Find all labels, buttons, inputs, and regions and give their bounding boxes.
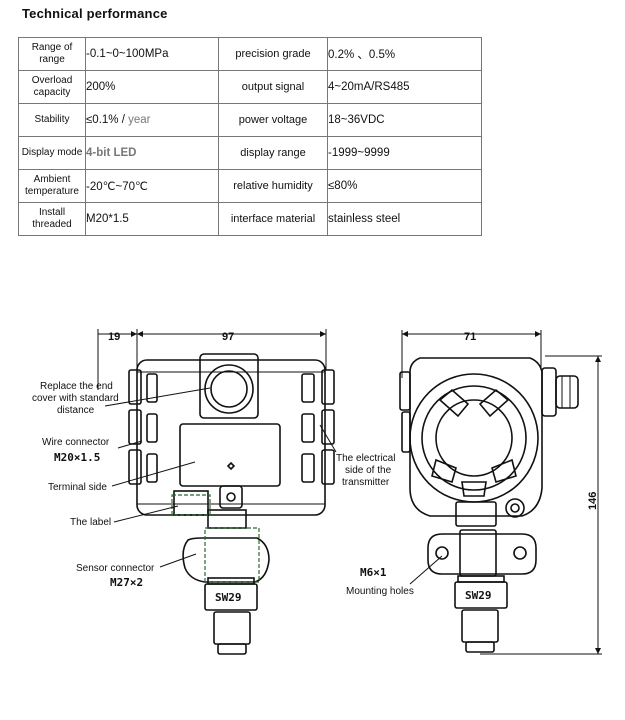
label-wire-thread: M20×1.5 [54,451,100,464]
dim-width-front: 97 [222,331,234,343]
label-sw-front: SW29 [215,591,242,604]
spec-label: power voltage [218,103,328,137]
spec-value: 0.2% 、0.5% [327,37,482,71]
table-row: Ambient temperature -20℃~70℃ relative hu… [18,169,482,203]
spec-value: 4~20mA/RS485 [327,70,482,104]
spec-value-unit: year [128,114,151,126]
spec-label: Stability [18,103,86,137]
dim-width-side: 71 [464,331,476,343]
table-row: Overload capacity 200% output signal 4~2… [18,70,482,104]
spec-value-main: ≤0.1% / [86,114,129,126]
spec-value: stainless steel [327,202,482,236]
spec-value: 18~36VDC [327,103,482,137]
spec-table: Range of range -0.1~0~100MPa precision g… [18,37,482,236]
side-view [399,330,602,655]
spec-label: Range of range [18,37,86,71]
dim-left: 19 [108,331,120,343]
label-mounting-holes: Mounting holes [346,586,414,597]
front-view [97,329,335,655]
spec-value: ≤0.1% / year [85,103,219,137]
label-electrical-side: side of the [345,465,392,476]
spec-value: -1999~9999 [327,136,482,170]
section-heading: Technical performance [22,6,168,21]
table-row: Install threaded M20*1.5 interface mater… [18,202,482,236]
dim-height: 146 [587,492,599,510]
label-end-cover: Replace the end [40,381,113,392]
table-row: Range of range -0.1~0~100MPa precision g… [18,37,482,71]
spec-value: 4-bit LED [85,136,219,170]
label-electrical-side: transmitter [342,477,390,488]
label-sensor-thread: M27×2 [110,576,143,589]
label-end-cover: distance [57,405,95,416]
label-sw-side: SW29 [465,589,492,602]
label-electrical-side: The electrical [336,453,395,464]
label-terminal-side: Terminal side [48,482,107,493]
spec-label: Install threaded [18,202,86,236]
spec-label: output signal [218,70,328,104]
table-row: Stability ≤0.1% / year power voltage 18~… [18,103,482,137]
label-sensor-connector: Sensor connector [76,563,155,574]
label-mount-thread: M6×1 [360,566,387,579]
spec-value: -0.1~0~100MPa [85,37,219,71]
label-end-cover: cover with standard [32,393,119,404]
spec-label: Overload capacity [18,70,86,104]
label-wire-connector: Wire connector [42,437,110,448]
label-the-label: The label [70,517,111,528]
